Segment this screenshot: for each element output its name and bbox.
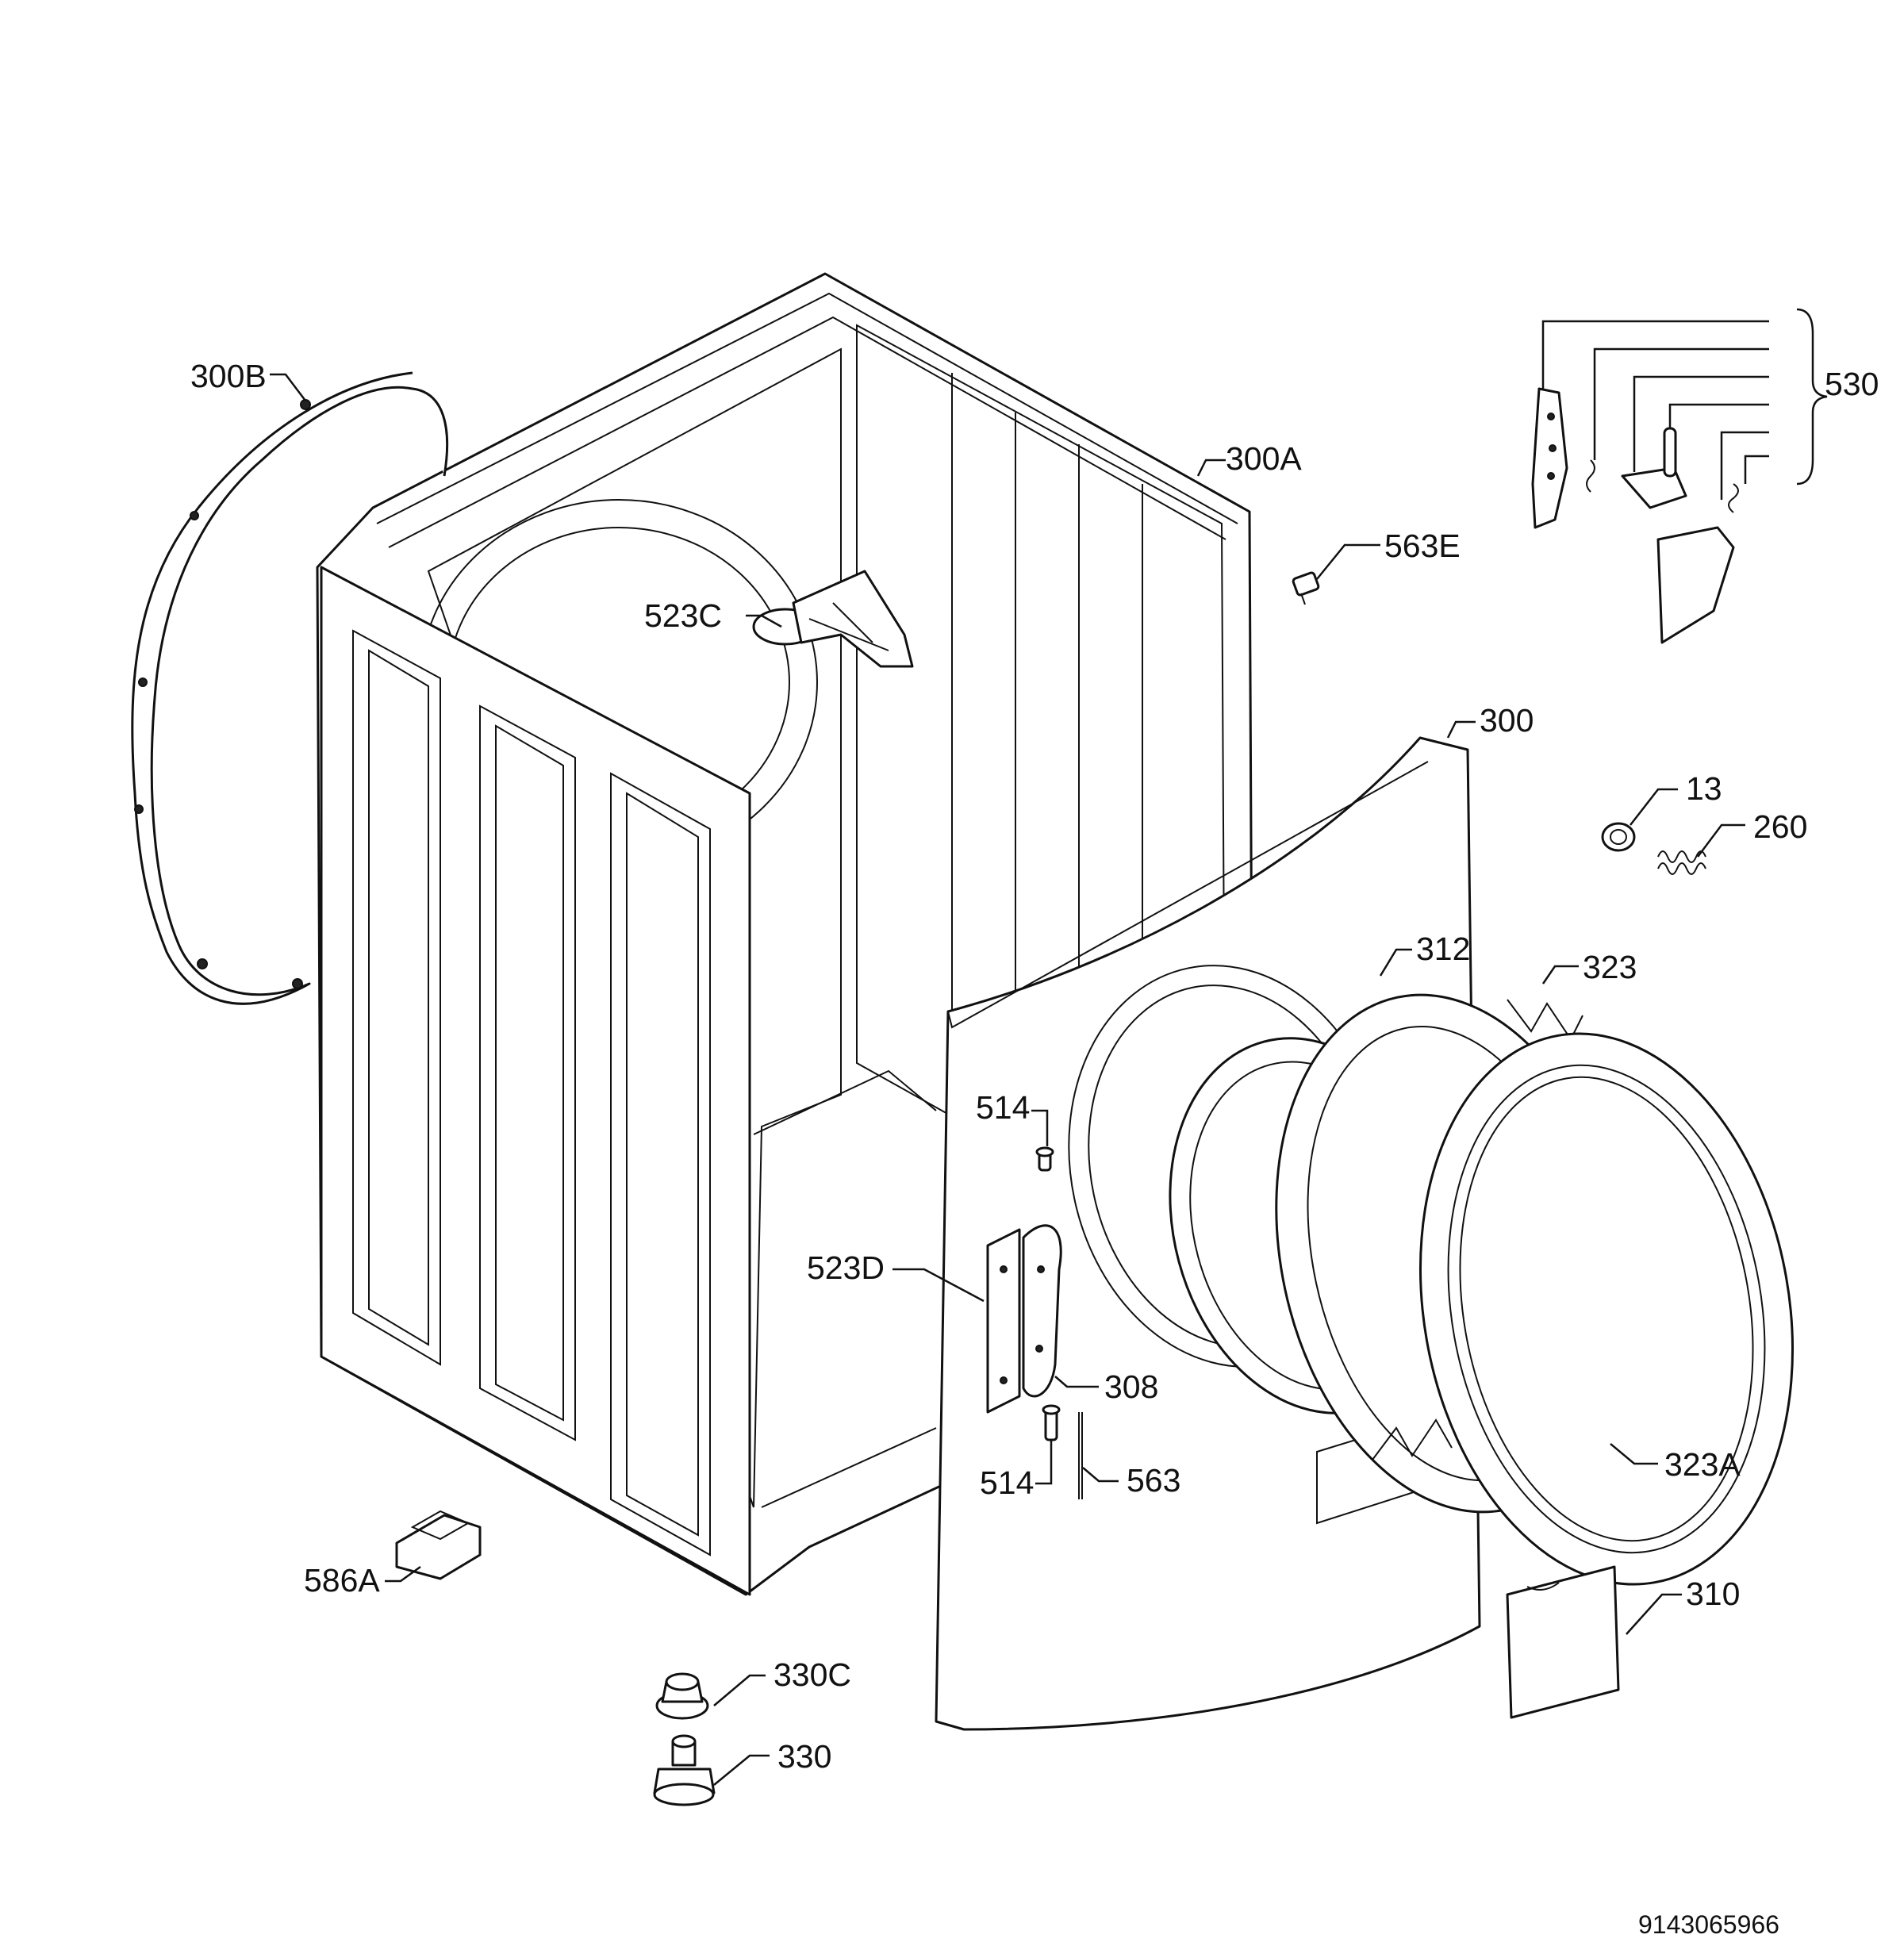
- label-330: 330: [777, 1738, 831, 1775]
- pin-514-upper: [1035, 1146, 1054, 1172]
- hinge-kit-530: [1531, 308, 1828, 644]
- label-323A: 323A: [1664, 1446, 1741, 1483]
- leader-lines: [270, 373, 1745, 1786]
- label-13: 13: [1686, 770, 1722, 807]
- label-514-lower: 514: [980, 1464, 1034, 1501]
- label-312: 312: [1416, 931, 1470, 967]
- nut-330C: [655, 1672, 709, 1720]
- side-panel: [320, 566, 751, 1596]
- door-hinge-308: [1022, 1224, 1062, 1398]
- label-260: 260: [1753, 808, 1807, 845]
- label-300A: 300A: [1226, 440, 1302, 477]
- label-514-upper: 514: [976, 1089, 1030, 1126]
- hose-clamp-523C: [752, 570, 914, 668]
- label-586A: 586A: [304, 1562, 380, 1599]
- label-308: 308: [1104, 1368, 1158, 1405]
- hinge-plate-523D: [986, 1228, 1021, 1414]
- label-300B: 300B: [190, 358, 267, 394]
- rear-seal-ring-300B: [131, 371, 449, 1005]
- cover-310: [1506, 1565, 1620, 1719]
- part-labels: 300B 300A 563E 530 523C 300 13 260 312 3…: [190, 358, 1879, 1775]
- foot-330: [653, 1734, 716, 1806]
- outer-door-ring-323A: [1418, 1032, 1795, 1586]
- label-300: 300: [1480, 702, 1534, 739]
- label-330C: 330C: [774, 1656, 851, 1693]
- bracket-586A: [395, 1510, 482, 1580]
- label-310: 310: [1686, 1576, 1740, 1612]
- label-563E: 563E: [1384, 528, 1461, 564]
- label-323: 323: [1583, 949, 1637, 985]
- label-530: 530: [1825, 366, 1879, 402]
- label-523C: 523C: [644, 597, 722, 634]
- spring-260: [1657, 850, 1706, 875]
- label-523D: 523D: [807, 1249, 885, 1286]
- document-number: 9143065966: [1638, 1910, 1779, 1939]
- part-13: [1601, 822, 1636, 852]
- label-563: 563: [1127, 1462, 1180, 1499]
- pin-514-lower: [1042, 1404, 1061, 1441]
- part-563E: [1292, 571, 1320, 605]
